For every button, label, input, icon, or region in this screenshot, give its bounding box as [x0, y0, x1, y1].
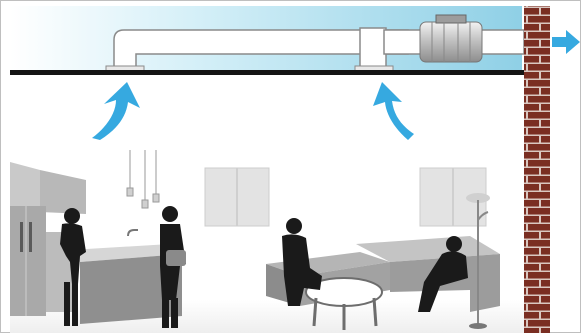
ceiling-slab [10, 70, 526, 75]
inline-fan-icon [420, 15, 482, 62]
brick-wall [524, 6, 550, 333]
window-left [205, 168, 269, 226]
